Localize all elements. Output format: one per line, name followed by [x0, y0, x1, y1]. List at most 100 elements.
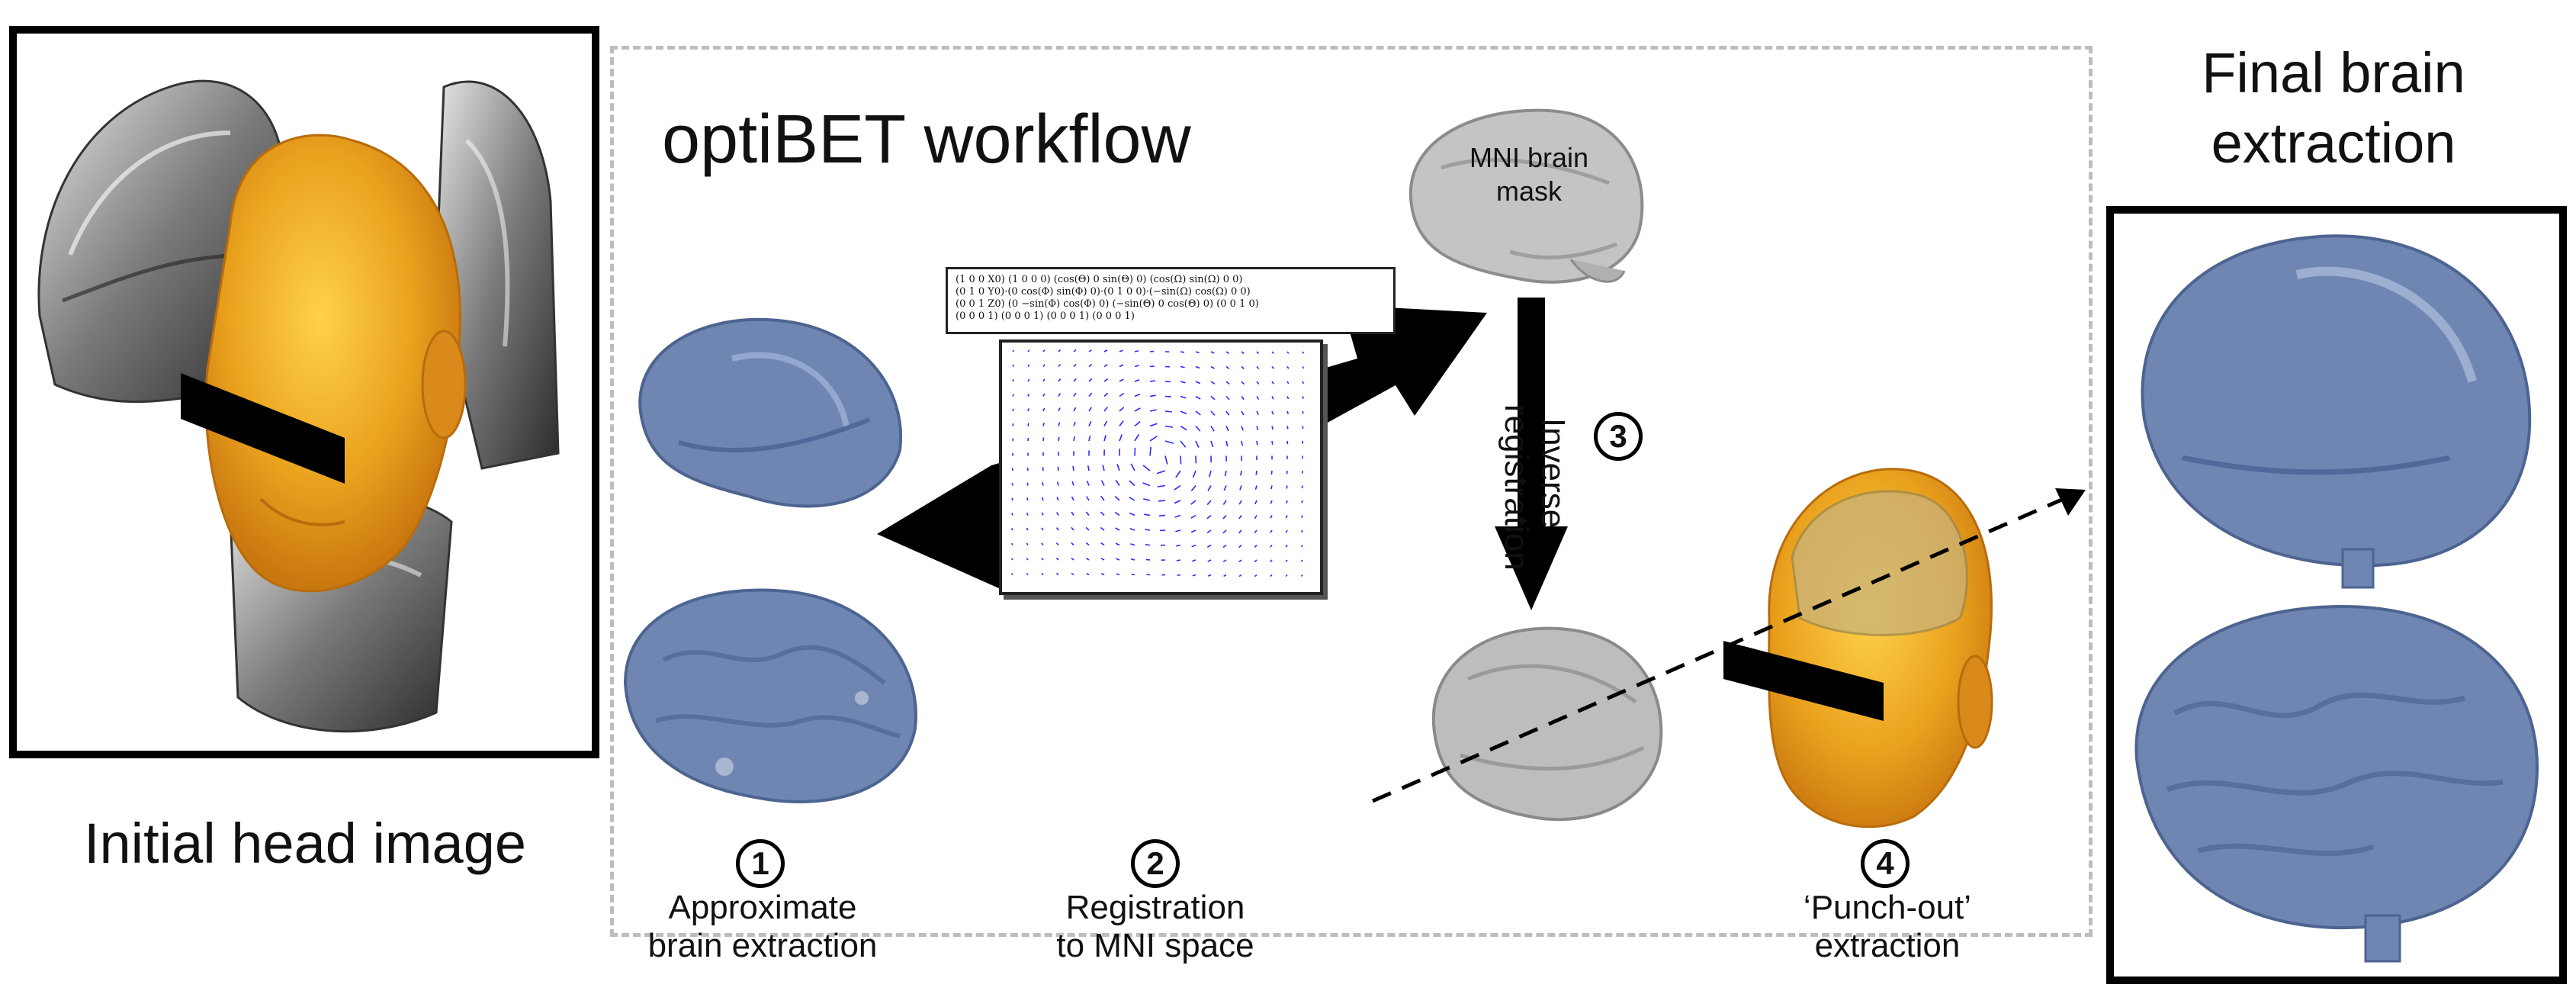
field-vector	[1286, 485, 1288, 489]
field-vector	[1238, 559, 1242, 563]
field-vector	[1103, 407, 1109, 412]
field-vector	[1302, 426, 1304, 430]
field-vector	[1210, 395, 1216, 401]
field-vector	[1119, 392, 1125, 397]
field-vector	[1256, 410, 1259, 415]
field-vector	[1271, 351, 1274, 354]
field-vector	[1302, 381, 1305, 384]
field-vector	[1100, 480, 1105, 486]
field-vector	[1144, 513, 1151, 516]
step-1-label-line2: brain extraction	[647, 927, 878, 964]
field-vector	[1302, 351, 1305, 354]
field-vector	[1100, 573, 1105, 576]
field-vector	[1285, 545, 1288, 548]
field-vector	[1042, 481, 1044, 486]
field-vector	[1056, 572, 1059, 576]
field-vector	[1180, 440, 1187, 448]
field-vector	[1071, 481, 1074, 486]
field-vector	[1027, 349, 1030, 352]
field-vector	[1271, 396, 1274, 400]
field-vector	[1225, 351, 1230, 354]
field-vector	[1285, 574, 1288, 578]
field-vector	[1239, 485, 1242, 491]
field-vector	[1270, 545, 1273, 548]
field-vector	[1158, 500, 1166, 502]
field-vector	[1222, 500, 1227, 505]
field-vector	[1164, 410, 1172, 413]
field-vector	[1119, 378, 1124, 382]
field-vector	[1134, 379, 1140, 382]
field-vector	[1100, 495, 1105, 501]
field-vector	[1224, 470, 1227, 477]
field-vector	[1041, 572, 1044, 576]
field-vector	[1011, 483, 1013, 486]
field-vector	[1180, 455, 1182, 465]
field-vector	[1192, 574, 1196, 577]
field-vector	[1270, 485, 1273, 490]
field-vector	[1058, 407, 1061, 412]
field-vector	[1119, 349, 1123, 352]
field-vector	[1270, 470, 1273, 475]
field-vector	[1042, 349, 1045, 352]
inverse-registration-arrow	[1495, 298, 1568, 610]
field-vector	[1271, 381, 1274, 384]
field-vector	[1042, 393, 1045, 397]
field-vector	[1210, 365, 1215, 369]
field-vector	[1134, 433, 1140, 442]
field-vector	[1190, 500, 1196, 505]
mni-brain-mask	[1408, 108, 1644, 284]
field-vector	[1130, 543, 1135, 546]
field-vector	[1149, 423, 1158, 427]
field-vector	[1210, 351, 1215, 354]
field-vector	[1042, 467, 1044, 471]
field-vector	[1149, 446, 1152, 456]
field-vector	[1149, 350, 1155, 352]
field-vector	[1241, 440, 1244, 446]
mri-slice-coronal	[435, 80, 560, 470]
field-vector	[1058, 378, 1062, 382]
field-vector	[1271, 426, 1274, 430]
step-1-label-line1: Approximate	[668, 889, 857, 926]
field-vector	[1222, 559, 1227, 563]
punch-out-head	[1723, 468, 1993, 829]
field-vector	[1115, 527, 1120, 531]
field-vector	[1027, 364, 1030, 367]
field-vector	[1302, 410, 1304, 414]
field-vector	[1100, 542, 1105, 546]
field-vector	[1130, 558, 1135, 561]
field-vector	[1238, 544, 1242, 549]
field-vector	[1086, 480, 1090, 486]
field-vector	[1254, 515, 1257, 520]
field-vector	[1222, 529, 1227, 534]
field-vector	[1134, 420, 1141, 427]
mni-brain-mask-label: MNI brain mask	[1469, 142, 1589, 207]
field-vector	[1058, 349, 1062, 352]
field-vector	[1058, 422, 1061, 426]
matrix-line-3: (0 0 1 Z0) (0 −sin(Φ) cos(Φ) 0) (−sin(Θ)…	[956, 298, 1259, 310]
registered-brain	[1431, 626, 1663, 822]
field-vector	[1195, 425, 1201, 432]
field-vector	[1156, 470, 1166, 475]
matrix-line-2: (0 1 0 Y0)·(0 cos(Φ) sin(Φ) 0)·(0 1 0 0)…	[956, 286, 1251, 298]
field-vector	[1042, 423, 1045, 426]
field-vector	[1073, 392, 1077, 397]
field-vector	[1164, 455, 1168, 465]
field-vector	[1041, 497, 1044, 501]
field-vector	[1088, 363, 1093, 368]
field-vector	[1149, 365, 1155, 368]
field-vector	[1085, 526, 1090, 531]
field-vector	[1256, 351, 1260, 355]
field-vector	[1042, 407, 1045, 412]
field-vector	[1254, 529, 1257, 534]
field-vector	[1222, 544, 1227, 549]
field-vector	[1225, 365, 1230, 369]
field-vector	[1010, 558, 1013, 561]
field-vector	[1055, 527, 1059, 531]
step-4-label: ‘Punch-out’ extraction	[1742, 889, 2032, 965]
initial-head-illustration	[37, 79, 560, 733]
field-vector	[1195, 395, 1201, 400]
field-vector	[1142, 465, 1151, 471]
field-vector	[1206, 500, 1212, 506]
field-vector	[1256, 365, 1260, 369]
field-vector	[1285, 559, 1288, 562]
